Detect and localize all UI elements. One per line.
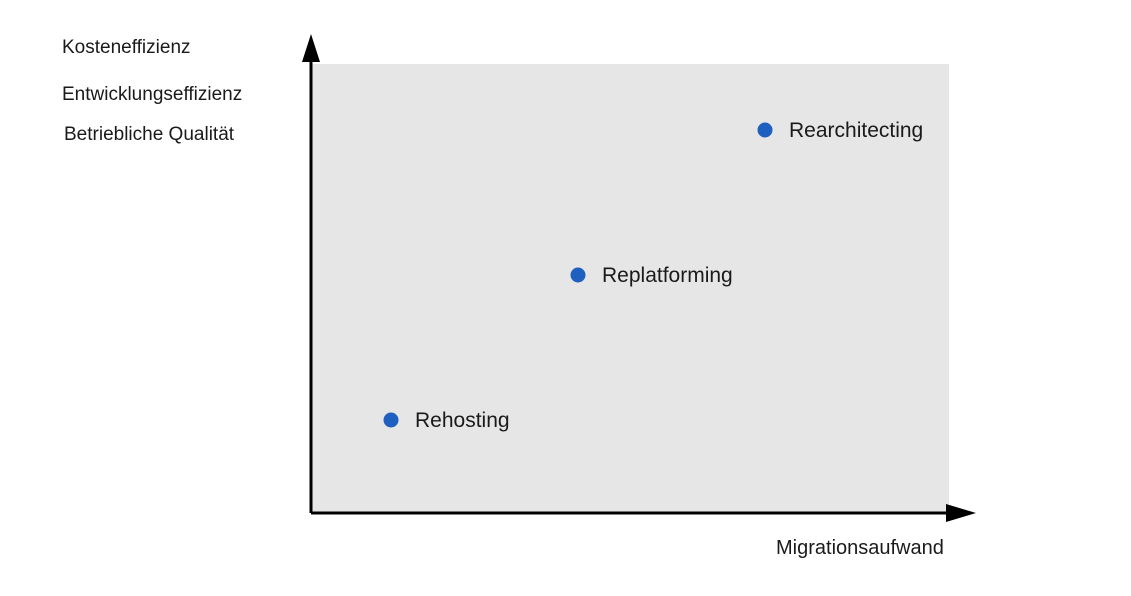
- data-label-rearchitecting: Rearchitecting: [789, 119, 923, 142]
- data-points-layer: Rehosting Replatforming Rearchitecting: [383, 119, 923, 432]
- data-point-replatforming: [570, 267, 586, 283]
- plot-area: [311, 64, 949, 513]
- data-label-replatforming: Replatforming: [602, 264, 733, 287]
- data-point-rehosting: [383, 412, 399, 428]
- y-axis-label-2: Entwicklungseffizienz: [62, 84, 242, 105]
- data-label-rehosting: Rehosting: [415, 409, 510, 432]
- data-point-rearchitecting: [757, 122, 773, 138]
- y-axis-arrow: [302, 34, 320, 62]
- y-axis-label-1: Kosteneffizienz: [62, 37, 191, 58]
- x-axis-label: Migrationsaufwand: [776, 537, 944, 559]
- x-axis-arrow: [946, 504, 976, 522]
- y-axis-label-3: Betriebliche Qualität: [64, 124, 235, 145]
